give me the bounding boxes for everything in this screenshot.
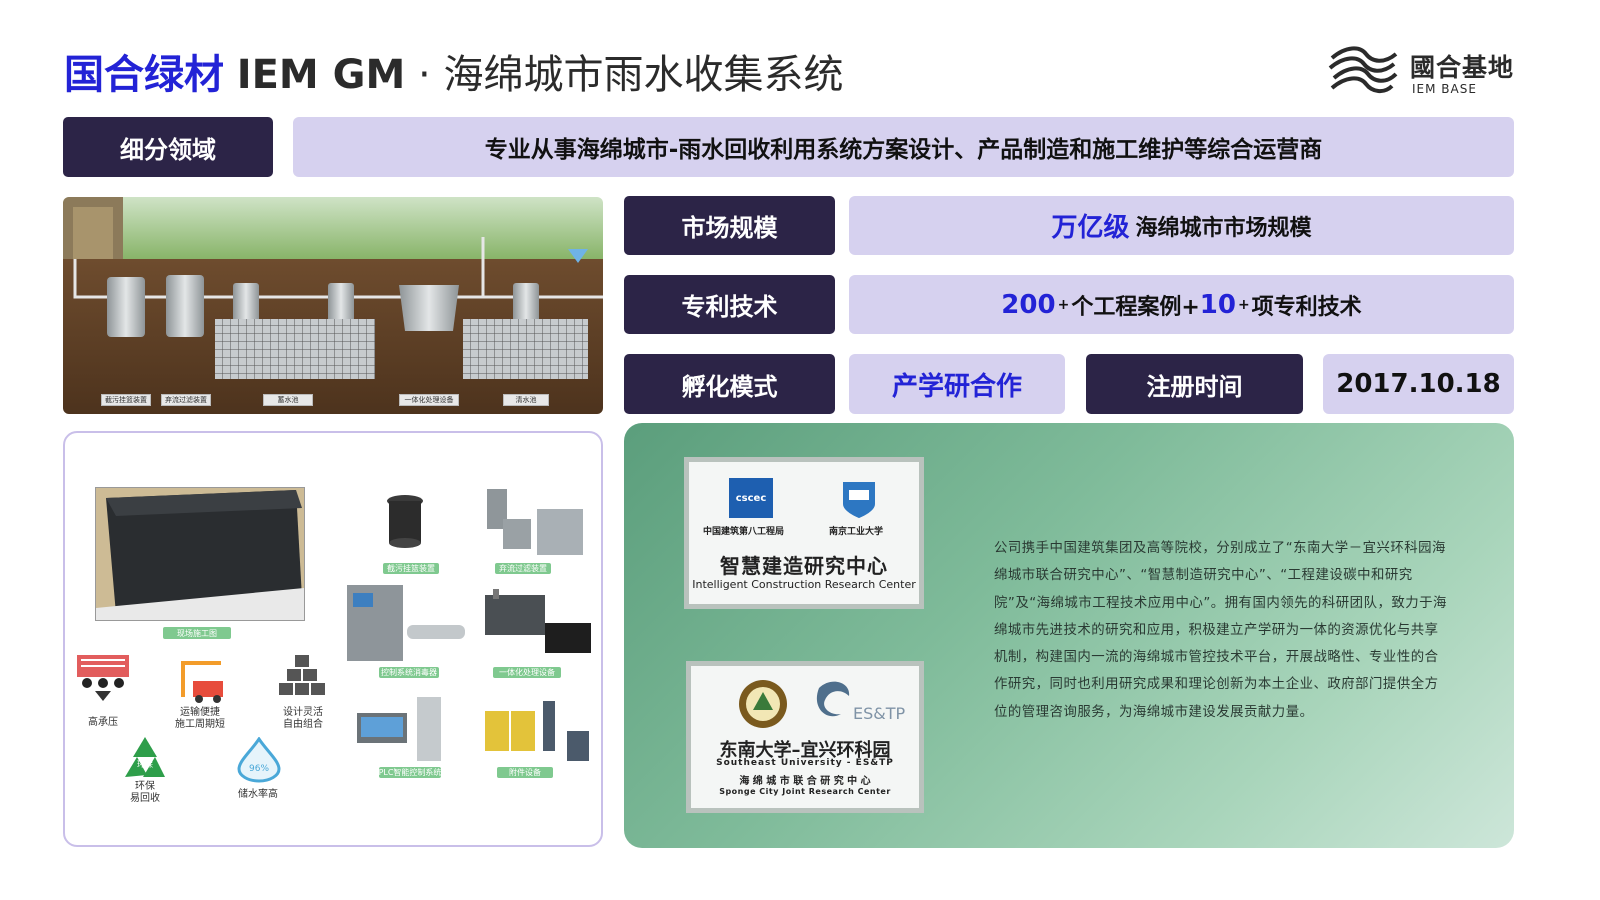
logo-mark-icon	[1328, 46, 1398, 93]
crane-icon	[177, 657, 231, 703]
company-logo: 國合基地 IEM BASE	[1326, 40, 1526, 100]
diagram-label-2: 弃流过滤装置	[161, 394, 211, 406]
incubation-label: 孵化模式	[624, 354, 835, 414]
truck-icon	[75, 655, 131, 703]
estp-logo-icon	[811, 678, 857, 722]
field-value: 专业从事海绵城市-雨水回收利用系统方案设计、产品制造和施工维护等综合运营商	[293, 117, 1514, 177]
product-label-2: 弃流过滤装置	[495, 563, 551, 574]
product-image-3	[347, 585, 467, 661]
system-name: 海绵城市雨水收集系统	[443, 52, 844, 98]
product-label-1: 截污挂篮装置	[383, 563, 439, 574]
estp-logo-text: ES&TP	[853, 704, 906, 723]
product-label-5: PLC智能控制系统	[378, 767, 442, 778]
market-highlight: 万亿级	[1051, 213, 1130, 243]
research-card-1: cscec 中国建筑第八工程局 南京工业大学 智慧建造研究中心 Intellig…	[684, 457, 924, 609]
patent-cases-text: 个工程案例+	[1071, 294, 1200, 320]
card2-en: Southeast University - ES&TP	[716, 758, 894, 768]
feature-label-1: 高承压	[88, 717, 118, 728]
feature-label-2: 运输便捷 施工周期短	[175, 707, 225, 730]
feature-label-5: 储水率高	[238, 789, 278, 800]
logo-name: 國合基地	[1410, 53, 1515, 82]
card1-en: Intelligent Construction Research Center	[692, 578, 916, 591]
water-drop-icon: 96%	[233, 736, 285, 783]
feature-label-4: 环保 易回收	[130, 781, 160, 804]
product-label-4: 一体化处理设备	[493, 667, 561, 678]
patent-label: 专利技术	[624, 275, 835, 334]
diagram-label-3: 蓄水池	[263, 394, 313, 406]
diagram-label-5: 清水池	[503, 394, 549, 406]
registration-value: 2017.10.18	[1323, 354, 1514, 414]
diagram-label-1: 截污挂篮装置	[101, 394, 151, 406]
research-panel: cscec 中国建筑第八工程局 南京工业大学 智慧建造研究中心 Intellig…	[624, 423, 1514, 848]
logo-subtitle: IEM BASE	[1412, 82, 1477, 96]
research-card-2: ES&TP 东南大学–宜兴环科园 Southeast University - …	[686, 661, 924, 813]
site-photo-label: 现场施工图	[163, 627, 231, 639]
patent-plus-1: +	[1057, 296, 1070, 313]
patent-cases-number: 200	[1001, 289, 1056, 320]
cscec-logo-icon: cscec	[729, 478, 773, 518]
southeast-university-logo-icon	[737, 678, 789, 730]
product-label-6: 附件设备	[497, 767, 553, 778]
product-image-2	[483, 489, 593, 557]
feature-label-3: 设计灵活 自由组合	[283, 707, 323, 730]
diagram-label-4: 一体化处理设备	[399, 394, 459, 406]
card1-org2: 南京工业大学	[829, 527, 884, 537]
rainwater-system-diagram: 截污挂篮装置 弃流过滤装置 蓄水池 一体化处理设备 清水池	[63, 197, 603, 414]
market-value: 万亿级 海绵城市市场规模	[849, 196, 1514, 255]
page-title: 国合绿材 IEM GM · 海绵城市雨水收集系统	[64, 50, 843, 100]
product-label-3: 控制系统消毒器	[379, 667, 439, 678]
card1-org1: 中国建筑第八工程局	[703, 527, 785, 537]
drop-badge-text: 96%	[249, 764, 269, 774]
blocks-icon	[279, 655, 327, 699]
product-image-6	[483, 691, 593, 767]
card2-en2: Sponge City Joint Research Center	[719, 787, 891, 796]
patent-plus-2: +	[1237, 296, 1250, 313]
patent-count-number: 10	[1199, 289, 1236, 320]
patent-count-text: 项专利技术	[1251, 294, 1362, 320]
brand-code: IEM GM	[236, 52, 406, 98]
site-photo	[95, 487, 305, 621]
product-image-5	[357, 697, 447, 767]
product-showcase: 现场施工图 截污挂篮装置 弃流过滤装置 控制系统消毒器 一体化处理设备 PLC智…	[63, 431, 603, 847]
product-image-1	[383, 493, 427, 553]
field-label: 细分领域	[63, 117, 273, 177]
recycle-icon: 环保	[121, 735, 169, 781]
title-separator: ·	[418, 52, 431, 98]
market-label: 市场规模	[624, 196, 835, 255]
card2-cn2: 海 绵 城 市 联 合 研 究 中 心	[739, 776, 871, 787]
incubation-value: 产学研合作	[849, 354, 1065, 414]
patent-value: 200 + 个工程案例+ 10 + 项专利技术	[849, 275, 1514, 334]
card2-title: 东南大学–宜兴环科园	[719, 740, 891, 761]
research-paragraph: 公司携手中国建筑集团及高等院校，分别成立了“东南大学－宜兴环科园海绵城市联合研究…	[994, 541, 1447, 720]
market-text: 海绵城市市场规模	[1135, 215, 1312, 241]
recycle-badge-text: 环保	[137, 759, 153, 769]
nanjing-tech-logo-icon	[839, 478, 879, 518]
card1-title: 智慧建造研究中心	[720, 554, 888, 578]
registration-label: 注册时间	[1086, 354, 1303, 414]
product-image-4	[485, 589, 593, 659]
brand-name: 国合绿材	[64, 52, 224, 98]
